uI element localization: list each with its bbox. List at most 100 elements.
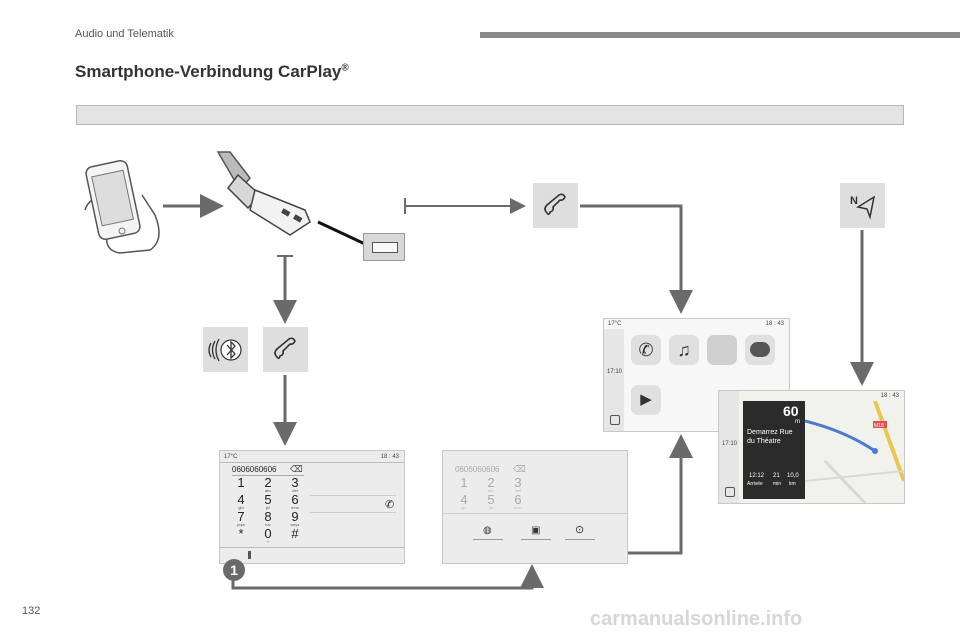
keypad-key[interactable]: # <box>284 526 306 541</box>
distance-unit: m <box>795 419 800 425</box>
keypad-key[interactable]: 1 <box>453 476 475 489</box>
instruction-line2: du Théatre <box>747 438 781 445</box>
bluetooth-icon <box>208 338 242 362</box>
map-view[interactable]: M18 <box>805 401 904 503</box>
key-digit: 6 <box>514 492 522 507</box>
key-digit: 9 <box>291 509 299 524</box>
step-number-badge: 1 <box>223 559 245 581</box>
key-letters: abc <box>264 488 272 493</box>
maps-app-icon[interactable] <box>707 335 737 365</box>
key-digit: * <box>238 526 244 541</box>
nav-instruction-panel: 60 m Demarrez Rue du Théatre 12:12 Arriv… <box>743 401 805 499</box>
key-letters: wxyz <box>290 522 300 527</box>
clock: 18 : 43 <box>880 393 899 399</box>
key-letters: jkl <box>266 505 270 510</box>
phone-tile[interactable] <box>263 327 308 372</box>
side-clock: 17:10 <box>722 441 738 447</box>
messages-app-icon[interactable] <box>745 335 775 365</box>
key-digit: 1 <box>237 475 245 490</box>
arrow-to-carplay-home-2 <box>626 434 693 555</box>
key-digit: 8 <box>264 509 272 524</box>
key-letters: tuv <box>265 522 271 527</box>
backspace-icon[interactable]: ⌫ <box>290 464 303 474</box>
svg-text:N: N <box>850 195 858 207</box>
key-letters: ghi <box>461 505 467 510</box>
page-number: 132 <box>22 605 41 617</box>
navigation-tile[interactable]: N <box>840 183 885 228</box>
key-digit: 4 <box>237 492 245 507</box>
key-letters: jkl <box>489 505 493 510</box>
call-icon[interactable]: ✆ <box>385 499 395 511</box>
eta-label: Arrivée <box>747 481 763 487</box>
side-clock: 17:10 <box>607 369 623 375</box>
watermark: carmanualsonline.info <box>590 608 803 630</box>
phone-icon <box>544 193 566 216</box>
keypad-key[interactable]: 0+ <box>257 527 279 544</box>
page-title: Smartphone-Verbindung CarPlay® <box>75 62 349 82</box>
section-header: Audio und Telematik <box>75 28 174 40</box>
header-rule <box>480 32 960 38</box>
clock: 18 : 43 <box>380 454 399 460</box>
connection-icon[interactable]: ▣ <box>531 525 541 536</box>
key-digit: 6 <box>291 492 299 507</box>
music-app-icon[interactable]: ♫ <box>669 335 699 365</box>
smartphone-hand-icon <box>84 159 160 254</box>
play-icon[interactable]: ⊙ <box>575 524 585 536</box>
key-digit: 3 <box>514 475 522 490</box>
key-digit: 5 <box>264 492 272 507</box>
key-letters: + <box>266 539 270 544</box>
phone-app-icon[interactable]: ✆ <box>631 335 661 365</box>
key-digit: 7 <box>237 509 245 524</box>
km-label: km <box>789 481 796 487</box>
carplay-nav-screen: 17:10 18 : 43 M18 60 m Demarrez Rue du T… <box>718 390 905 504</box>
key-digit: 3 <box>291 475 299 490</box>
faded-backspace-icon: ⌫ <box>513 464 526 474</box>
keypad-key[interactable]: * <box>230 526 252 541</box>
key-letters: mno <box>514 505 522 510</box>
arrow-loop-to-faded <box>231 564 544 590</box>
bluetooth-tile[interactable] <box>203 327 248 372</box>
keypad-key[interactable]: 1 <box>230 475 252 490</box>
temperature: 17°C <box>224 454 238 460</box>
remaining-min: 21 <box>773 473 780 479</box>
key-letters: mno <box>291 505 299 510</box>
key-letters: ghi <box>238 505 244 510</box>
remaining-km: 10,0 <box>787 473 799 479</box>
key-letters: def <box>292 488 298 493</box>
temperature: 17°C <box>608 321 622 327</box>
home-button-icon[interactable] <box>725 487 735 497</box>
page-title-text: Smartphone-Verbindung CarPlay <box>75 62 342 81</box>
key-digit: 5 <box>487 492 495 507</box>
map-badge: M18 <box>874 423 884 429</box>
clock: 18 : 43 <box>765 321 784 327</box>
usb-plug-icon <box>216 151 311 236</box>
home-button-icon[interactable] <box>610 415 620 425</box>
podcast-play-app-icon[interactable]: ▶ <box>631 385 661 415</box>
registered-mark: ® <box>341 62 349 74</box>
distance-value: 60 <box>783 403 799 419</box>
key-digit: # <box>291 526 299 541</box>
carplay-phone-tile[interactable] <box>533 183 578 228</box>
info-band <box>76 105 904 125</box>
key-digit: 2 <box>264 475 272 490</box>
carplay-settings-icon[interactable]: ◍ <box>483 525 492 536</box>
usb-socket-icon <box>363 233 405 261</box>
key-digit: 4 <box>460 492 468 507</box>
key-letters: pqrs <box>237 522 245 527</box>
phone-icon <box>274 337 296 360</box>
